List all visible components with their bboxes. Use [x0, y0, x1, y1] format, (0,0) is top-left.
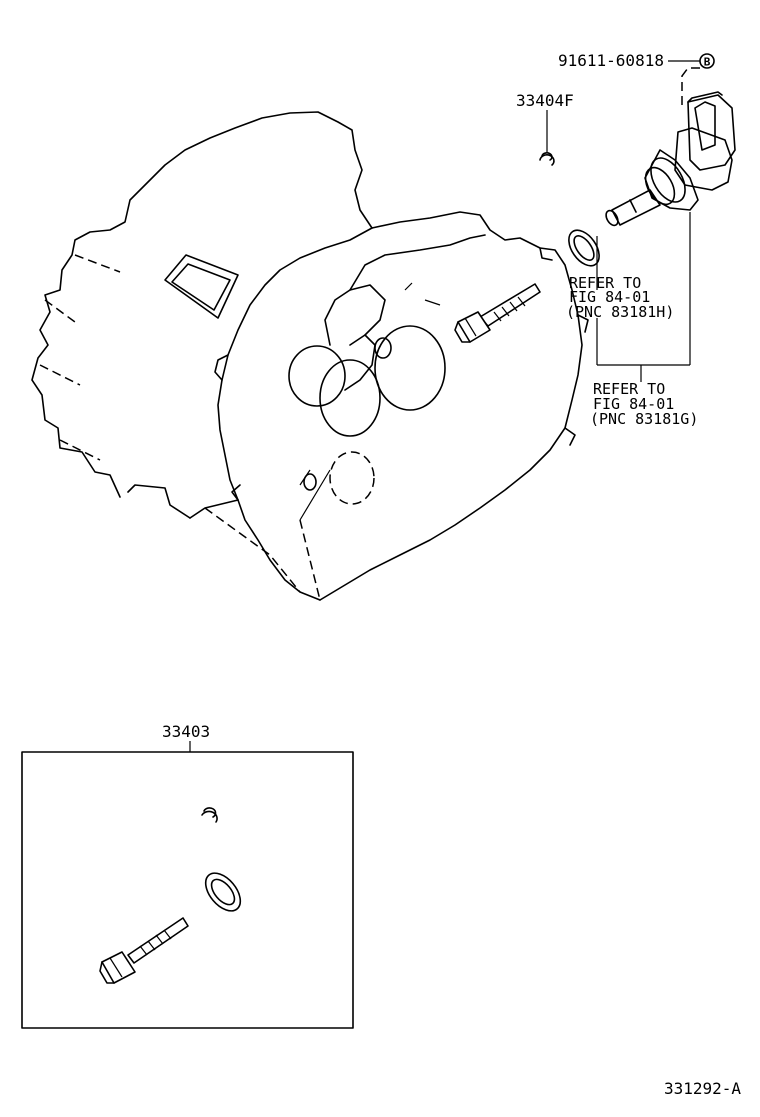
speed-sensor-illustration [605, 91, 736, 227]
o-ring-illustration [568, 229, 600, 267]
transmission-case-illustration [31, 111, 589, 601]
reference-1-line2: FIG 84-01 [569, 288, 650, 306]
reference-1-line3: (PNC 83181H) [566, 303, 674, 321]
clip-part-number: 33404F [516, 91, 574, 110]
speedometer-driven-gear-illustration [454, 283, 541, 343]
reference-2-line3: (PNC 83181G) [590, 410, 698, 428]
kit-contents-box [21, 751, 354, 1029]
reference-2-line2: FIG 84-01 [593, 395, 674, 413]
kit-part-number: 33403 [162, 722, 210, 741]
bolt-part-number: 91611-60818 [558, 51, 664, 70]
illustration-number: 331292-A [664, 1079, 741, 1098]
kit-o-ring-illustration [204, 872, 242, 912]
leader-lines [189, 60, 700, 752]
reference-1-line1: REFER TO [569, 274, 641, 292]
bolt-marker-circle [699, 53, 715, 69]
reference-2-line1: REFER TO [593, 380, 665, 398]
clip-illustration [539, 154, 555, 166]
bolt-marker-letter: B [704, 56, 711, 69]
kit-driven-gear-illustration [99, 917, 189, 984]
kit-clip-illustration [201, 807, 218, 823]
